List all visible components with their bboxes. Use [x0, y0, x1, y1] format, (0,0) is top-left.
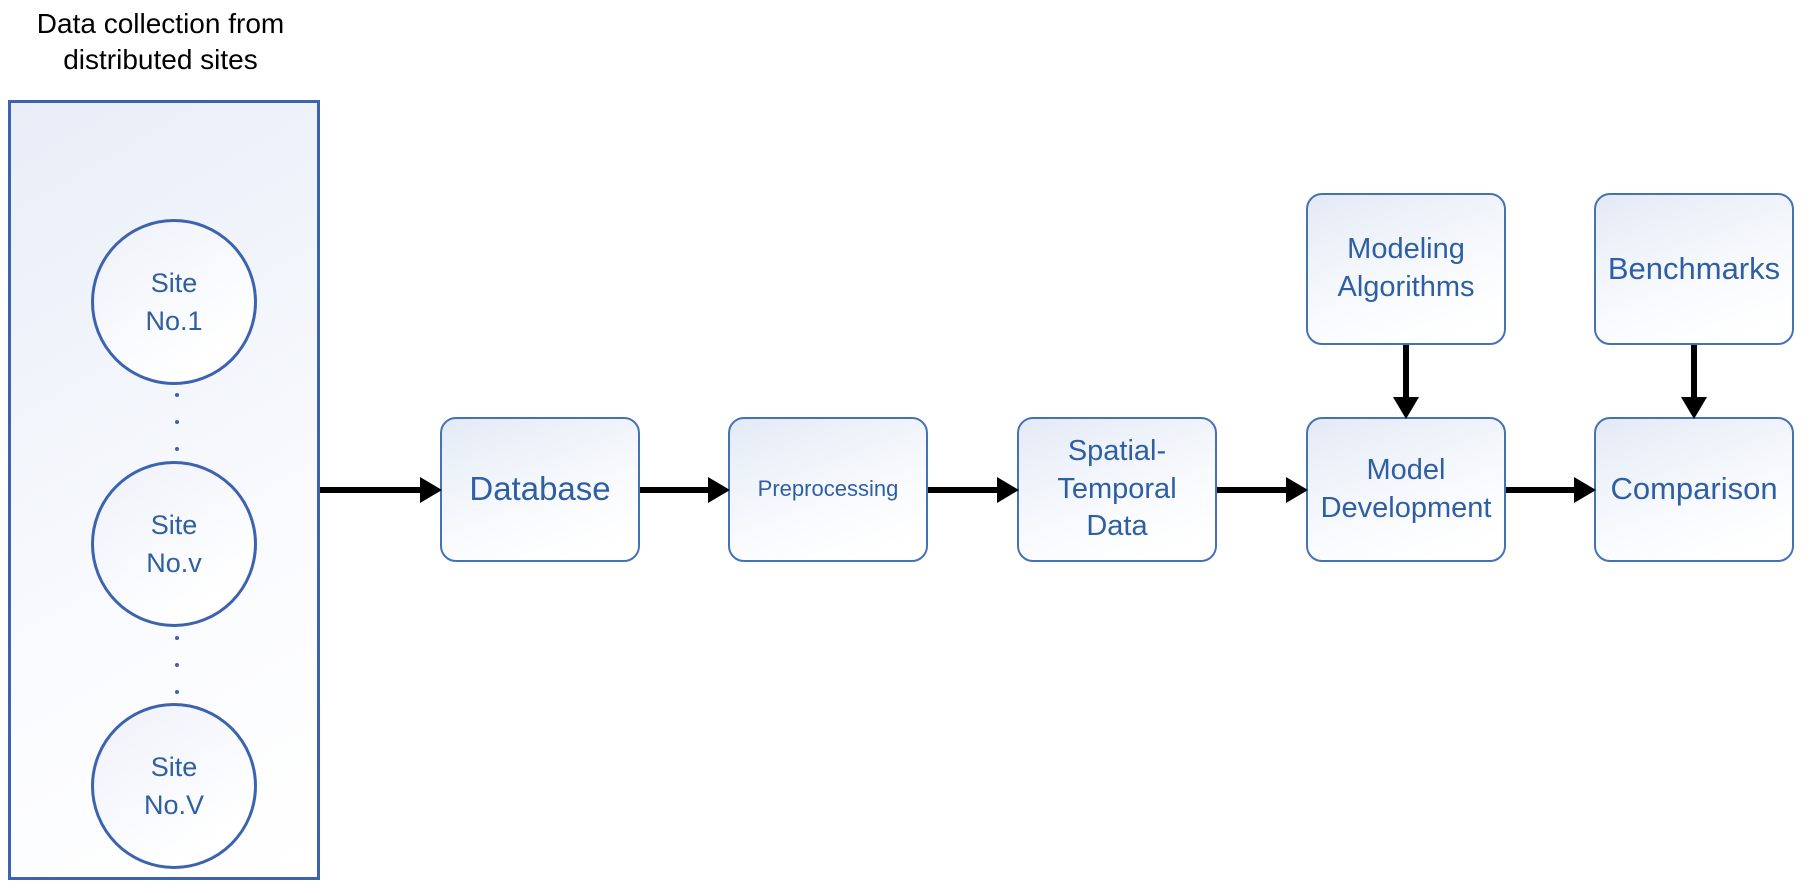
arrow-modeling-algorithms-to-model-development	[1393, 345, 1419, 419]
site-node-capital-v[interactable]: Site No.V	[91, 703, 257, 869]
node-database[interactable]: Database	[440, 417, 640, 562]
node-preprocessing-label: Preprocessing	[757, 476, 899, 502]
ellipsis-dot	[175, 393, 179, 397]
page-title: Data collection from distributed sites	[36, 8, 285, 76]
site-node-1-line2: No.1	[145, 306, 203, 336]
node-modeling-algorithms-line2: Algorithms	[1337, 271, 1475, 303]
node-model-development-line2: Development	[1320, 491, 1492, 524]
node-modeling-algorithms[interactable]: Modeling Algorithms	[1306, 193, 1506, 345]
arrow-shaft	[1691, 345, 1697, 397]
node-comparison[interactable]: Comparison	[1594, 417, 1794, 562]
node-spatial-temporal-line2: Temporal	[1057, 472, 1177, 505]
distributed-sites-panel: Site No.1 Site No.v Site No.V	[8, 100, 320, 880]
node-model-development-line1: Model	[1366, 453, 1446, 486]
node-benchmarks-label: Benchmarks	[1607, 250, 1781, 286]
arrow-shaft	[1506, 487, 1574, 493]
site-node-1-line1: Site	[150, 267, 198, 298]
arrow-benchmarks-to-comparison	[1681, 345, 1707, 419]
vertical-ellipsis-upper	[173, 393, 181, 451]
site-node-capital-v-line2: No.V	[143, 790, 205, 820]
site-node-v-line1: Site	[150, 509, 198, 540]
arrow-shaft	[640, 487, 708, 493]
node-benchmarks[interactable]: Benchmarks	[1594, 193, 1794, 345]
arrow-shaft	[320, 487, 420, 493]
node-database-label: Database	[469, 470, 611, 508]
vertical-ellipsis-lower	[173, 636, 181, 694]
ellipsis-dot	[175, 690, 179, 694]
arrow-shaft	[1217, 487, 1286, 493]
site-node-v[interactable]: Site No.v	[91, 461, 257, 627]
arrow-model-development-to-comparison	[1506, 477, 1596, 503]
node-comparison-label: Comparison	[1610, 471, 1778, 507]
arrow-head-right-icon	[420, 477, 442, 503]
ellipsis-dot	[175, 420, 179, 424]
site-node-1[interactable]: Site No.1	[91, 219, 257, 385]
node-spatial-temporal-line1: Spatial-	[1067, 434, 1167, 467]
arrow-head-right-icon	[1574, 477, 1596, 503]
node-spatial-temporal-data[interactable]: Spatial- Temporal Data	[1017, 417, 1217, 562]
site-node-v-line2: No.v	[146, 548, 202, 578]
node-spatial-temporal-line3: Data	[1086, 510, 1148, 543]
node-modeling-algorithms-line1: Modeling	[1347, 233, 1465, 266]
arrow-shaft	[928, 487, 997, 493]
node-model-development[interactable]: Model Development	[1306, 417, 1506, 562]
ellipsis-dot	[175, 447, 179, 451]
arrow-head-right-icon	[1286, 477, 1308, 503]
ellipsis-dot	[175, 663, 179, 667]
arrow-shaft	[1403, 345, 1409, 397]
arrow-head-right-icon	[708, 477, 730, 503]
ellipsis-dot	[175, 636, 179, 640]
arrow-sites-to-database	[320, 477, 442, 503]
arrow-database-to-preprocessing	[640, 477, 730, 503]
site-node-capital-v-line1: Site	[150, 751, 198, 782]
arrow-spatial-temporal-to-model-development	[1217, 477, 1308, 503]
arrow-head-down-icon	[1681, 397, 1707, 419]
arrow-head-right-icon	[997, 477, 1019, 503]
arrow-head-down-icon	[1393, 397, 1419, 419]
node-preprocessing[interactable]: Preprocessing	[728, 417, 928, 562]
arrow-preprocessing-to-spatial-temporal	[928, 477, 1019, 503]
